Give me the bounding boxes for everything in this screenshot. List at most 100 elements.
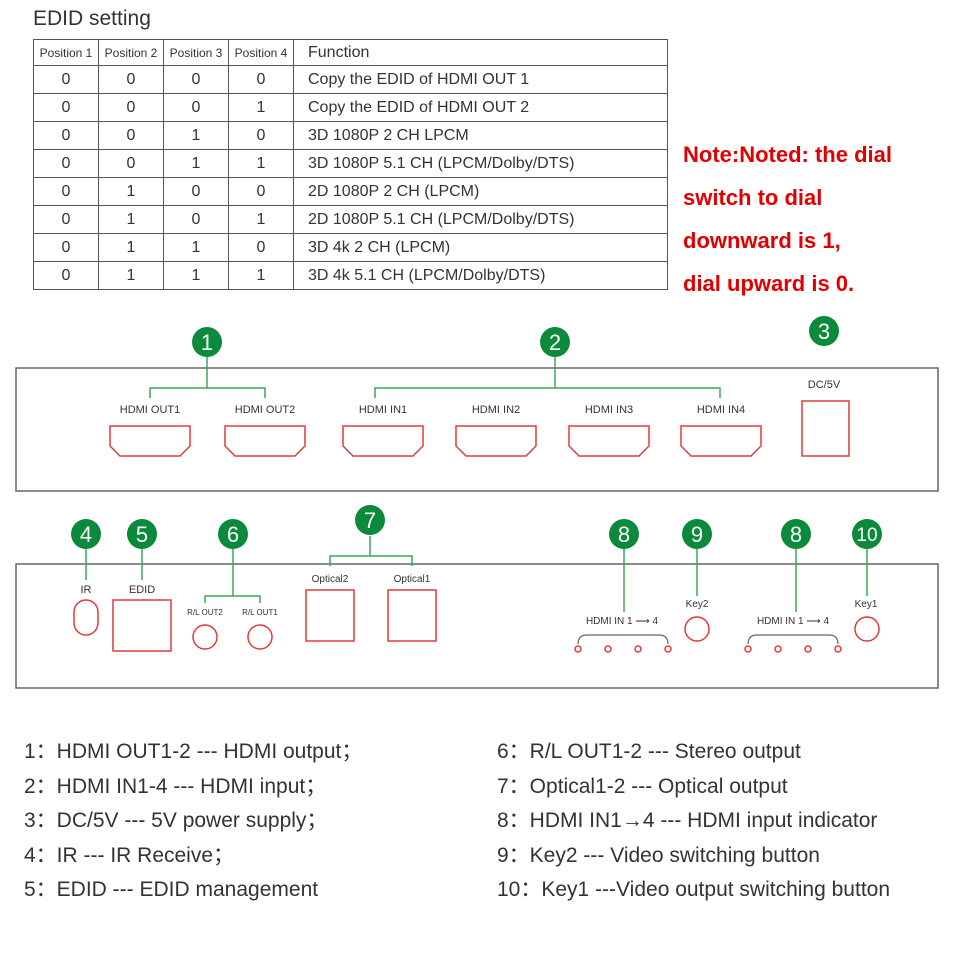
- function-cell: 3D 1080P 2 CH LPCM: [293, 121, 668, 150]
- edid-dip-switch: [112, 599, 172, 652]
- position-cell: 0: [33, 121, 99, 150]
- optical2-port: [305, 589, 355, 642]
- legend-item: 9：Key2 --- Video switching button: [497, 843, 820, 867]
- callout-8: 8: [609, 519, 639, 549]
- position-cell: 0: [163, 65, 229, 94]
- position-cell: 0: [33, 93, 99, 122]
- legend-item: 1：HDMI OUT1-2 --- HDMI output；: [24, 740, 363, 763]
- hdmi-out1-port: [109, 425, 191, 457]
- ir-label: IR: [81, 584, 92, 596]
- hdmi-in4-port: [680, 425, 762, 457]
- front-panel: [15, 367, 939, 492]
- hdmi-in1-port: [342, 425, 424, 457]
- column-header: Position 2: [98, 39, 164, 66]
- indicator-led: [604, 645, 612, 653]
- position-cell: 0: [33, 65, 99, 94]
- position-cell: 0: [163, 205, 229, 234]
- function-cell: 3D 4k 5.1 CH (LPCM/Dolby/DTS): [293, 261, 668, 290]
- callout-3: 3: [809, 316, 839, 346]
- column-header: Position 4: [228, 39, 294, 66]
- note-line: dial upward is 0.: [683, 271, 855, 296]
- optical1-port: [387, 589, 437, 642]
- legend-item: 5：EDID --- EDID management: [24, 878, 319, 901]
- rl-out2-label: R/L OUT2: [187, 608, 223, 617]
- indicator-led: [634, 645, 642, 653]
- hdmi-in1-label: HDMI IN1: [359, 404, 407, 416]
- key1-button[interactable]: [854, 616, 880, 642]
- optical1-label: Optical1: [394, 574, 431, 585]
- callout-6: 6: [218, 519, 248, 549]
- position-cell: 0: [33, 177, 99, 206]
- position-cell: 1: [228, 261, 294, 290]
- svg-text:6: 6: [227, 522, 239, 547]
- position-cell: 0: [228, 121, 294, 150]
- position-cell: 1: [163, 261, 229, 290]
- edid-table: Position 1 Position 2 Position 3 Positio…: [33, 39, 668, 290]
- leader-lines: [85, 536, 868, 612]
- rl-out1-label: R/L OUT1: [242, 608, 278, 617]
- back-panel-diagram: 4 5 6 7 8 9 8 10 IR EDID R/L OUT2 R/L OU…: [15, 505, 939, 689]
- ir-receiver: [73, 599, 99, 636]
- position-cell: 0: [33, 233, 99, 262]
- column-header: Position 1: [33, 39, 99, 66]
- position-cell: 0: [98, 121, 164, 150]
- position-cell: 1: [228, 205, 294, 234]
- position-cell: 0: [228, 65, 294, 94]
- callout-2: 2: [540, 327, 570, 357]
- callout-5: 5: [127, 519, 157, 549]
- indicator-led: [744, 645, 752, 653]
- position-cell: 1: [163, 121, 229, 150]
- position-cell: 1: [98, 261, 164, 290]
- svg-text:1: 1: [201, 330, 213, 355]
- rl-out2-jack: [192, 624, 218, 650]
- callout-4: 4: [71, 519, 101, 549]
- indicator-led: [834, 645, 842, 653]
- svg-text:9: 9: [691, 522, 703, 547]
- legend-item: 10：Key1 ---Video output switching button: [497, 878, 891, 901]
- position-cell: 0: [228, 233, 294, 262]
- dc-power-jack: [801, 400, 850, 457]
- hdmi-out1-label: HDMI OUT1: [120, 404, 181, 416]
- svg-text:8: 8: [618, 522, 630, 547]
- hdmi-in4-label: HDMI IN4: [697, 404, 745, 416]
- legend-right: 6：R/L OUT1-2 --- Stereo output 7：Optical…: [497, 735, 890, 908]
- legend-item: 8：HDMI IN1→4 --- HDMI input indicator: [497, 809, 878, 832]
- callout-8b: 8: [781, 519, 811, 549]
- indicator-led: [804, 645, 812, 653]
- hdmi-in3-label: HDMI IN3: [585, 404, 633, 416]
- back-panel: [15, 563, 939, 689]
- rl-out1-jack: [247, 624, 273, 650]
- svg-text:3: 3: [818, 319, 830, 344]
- note-line: switch to dial: [683, 185, 823, 210]
- svg-text:8: 8: [790, 522, 802, 547]
- position-cell: 1: [98, 177, 164, 206]
- hdmi-out2-port: [224, 425, 306, 457]
- callout-7: 7: [355, 505, 385, 535]
- edid-label: EDID: [129, 584, 155, 596]
- column-header: Function: [293, 39, 668, 66]
- indicator-led: [574, 645, 582, 653]
- front-panel-diagram: 1 2 3 HDMI OUT1 HDMI OUT2 HDMI IN1 HDMI …: [15, 316, 939, 492]
- function-cell: 3D 1080P 5.1 CH (LPCM/Dolby/DTS): [293, 149, 668, 178]
- position-cell: 0: [228, 177, 294, 206]
- legend-item: 6：R/L OUT1-2 --- Stereo output: [497, 740, 801, 763]
- legend-left: 1：HDMI OUT1-2 --- HDMI output； 2：HDMI IN…: [24, 735, 362, 908]
- hdmi-in-indicator-label-b: HDMI IN 1 ⟶ 4: [757, 616, 830, 627]
- position-cell: 1: [163, 149, 229, 178]
- hdmi-in2-label: HDMI IN2: [472, 404, 520, 416]
- indicator-bracket-a: [577, 634, 669, 645]
- key2-label: Key2: [686, 599, 709, 610]
- position-cell: 0: [98, 65, 164, 94]
- dc-5v-label: DC/5V: [808, 379, 841, 391]
- svg-text:2: 2: [549, 330, 561, 355]
- note-line: downward is 1,: [683, 228, 841, 253]
- table-header-row: Position 1 Position 2 Position 3 Positio…: [33, 39, 668, 66]
- column-header: Position 3: [163, 39, 229, 66]
- key2-button[interactable]: [684, 616, 710, 642]
- optical2-label: Optical2: [312, 574, 349, 585]
- position-cell: 0: [98, 149, 164, 178]
- function-cell: Copy the EDID of HDMI OUT 1: [293, 65, 668, 94]
